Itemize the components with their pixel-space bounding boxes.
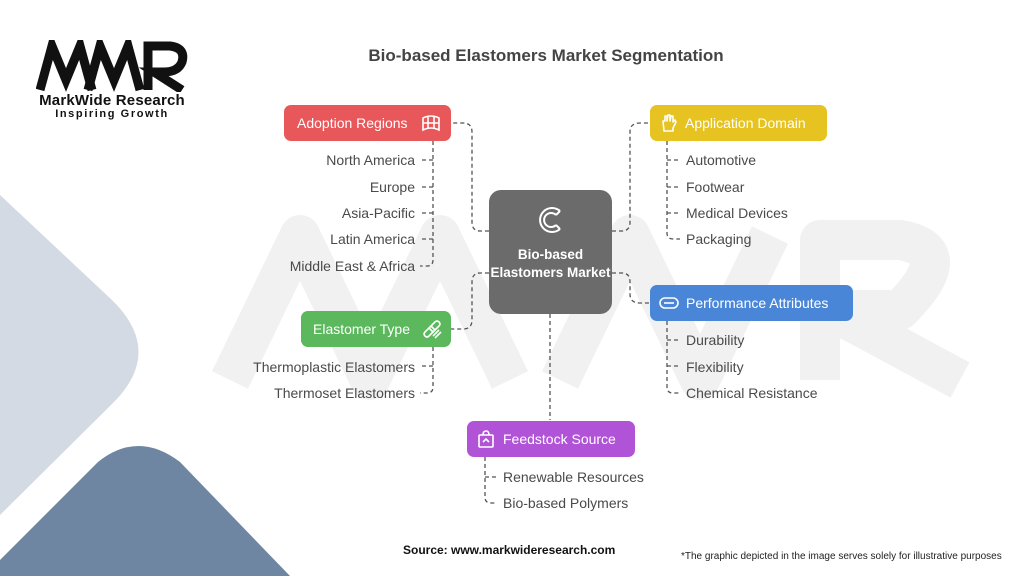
bg-shape-dark bbox=[0, 446, 290, 576]
list-item: Flexibility bbox=[686, 359, 744, 375]
segment-feedstock-source: Feedstock Source bbox=[467, 421, 635, 457]
list-item: Bio-based Polymers bbox=[503, 495, 629, 511]
segment-application-domain: Application Domain bbox=[650, 105, 827, 141]
list-item: Packaging bbox=[686, 231, 752, 247]
center-label: Bio-based Elastomers Market bbox=[490, 247, 611, 280]
stretch-band-icon bbox=[659, 297, 679, 309]
list-item: Renewable Resources bbox=[503, 469, 644, 485]
list-item: Thermoplastic Elastomers bbox=[253, 359, 415, 375]
c-logo-icon bbox=[539, 207, 561, 233]
segment-label: Performance Attributes bbox=[686, 295, 829, 311]
list-item: Medical Devices bbox=[686, 205, 788, 221]
bandage-icon bbox=[423, 320, 442, 339]
recycle-bag-icon bbox=[478, 430, 494, 448]
segment-label: Adoption Regions bbox=[297, 115, 408, 131]
brand-logo: MarkWide Research Inspiring Growth bbox=[32, 40, 192, 122]
page-title: Bio-based Elastomers Market Segmentation bbox=[368, 46, 724, 65]
list-item: Latin America bbox=[330, 231, 415, 247]
list-item: Asia-Pacific bbox=[341, 205, 415, 221]
brand-name: MarkWide Research bbox=[39, 92, 185, 109]
list-item: Europe bbox=[369, 179, 415, 195]
hand-icon bbox=[662, 114, 677, 132]
brand-tagline: Inspiring Growth bbox=[55, 108, 169, 120]
segment-performance-attributes: Performance Attributes bbox=[650, 285, 853, 321]
segment-elastomer-type: Elastomer Type bbox=[301, 311, 451, 347]
list-item: Chemical Resistance bbox=[686, 385, 818, 401]
segment-label: Application Domain bbox=[685, 115, 806, 131]
globe-flag-icon bbox=[422, 115, 440, 132]
disclaimer: *The graphic depicted in the image serve… bbox=[681, 551, 1002, 562]
source-credit: Source: www.markwideresearch.com bbox=[403, 543, 616, 557]
segment-label: Elastomer Type bbox=[313, 321, 411, 337]
list-item: Middle East & Africa bbox=[289, 258, 415, 274]
list-item: Durability bbox=[686, 332, 745, 348]
list-item: Footwear bbox=[686, 179, 745, 195]
segment-adoption-regions: Adoption Regions bbox=[284, 105, 451, 141]
list-item: Automotive bbox=[686, 152, 757, 168]
bg-shape-light bbox=[0, 195, 139, 515]
mwr-logo-mark bbox=[36, 40, 188, 92]
segment-label: Feedstock Source bbox=[503, 431, 616, 447]
list-item: North America bbox=[326, 152, 415, 168]
center-node: Bio-based Elastomers Market bbox=[489, 190, 612, 314]
list-item: Thermoset Elastomers bbox=[274, 385, 415, 401]
